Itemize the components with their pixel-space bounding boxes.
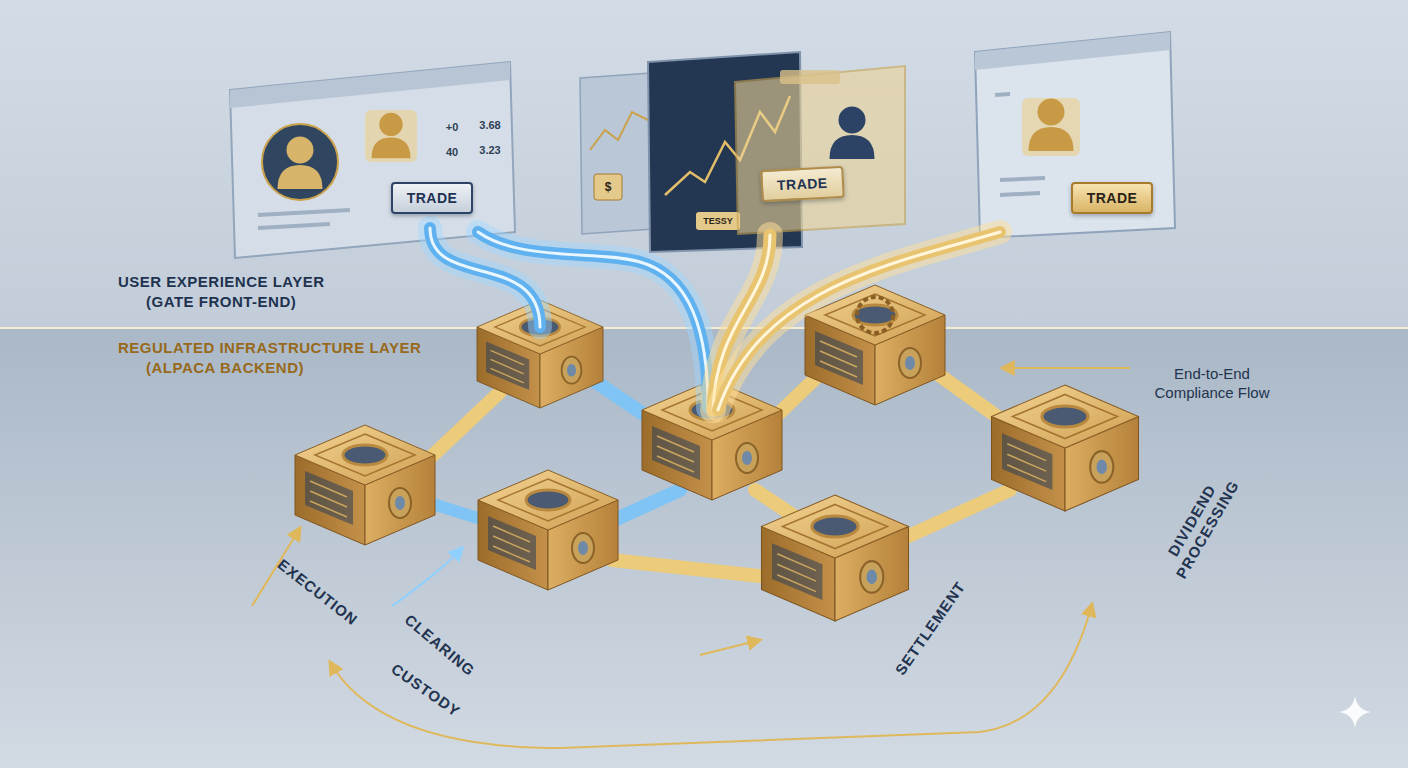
screen-header	[230, 62, 510, 108]
module-cube	[478, 470, 618, 590]
screen-text: 3.23	[479, 144, 500, 156]
stage-label: EXECUTION	[275, 556, 362, 629]
person-icon	[830, 107, 875, 160]
icon-tile	[365, 110, 417, 162]
gold-pipe	[612, 560, 778, 578]
screen-header	[975, 32, 1170, 70]
small-button	[696, 212, 740, 230]
avatar-circle	[262, 124, 338, 200]
tab	[780, 70, 840, 84]
upper-ground	[0, 0, 1408, 328]
screen-text: TESSY	[703, 216, 733, 226]
screen-text: 3.68	[479, 119, 500, 131]
blue-pipe	[478, 232, 708, 408]
dollar-button	[594, 174, 622, 200]
stage-label: CLEARING	[401, 611, 478, 680]
data-pipes	[430, 228, 1000, 410]
person-icon	[278, 137, 323, 190]
pipe-glow	[718, 232, 1000, 410]
glass-screen	[735, 66, 905, 234]
trade-button: TRADE	[391, 182, 474, 214]
text-bar	[258, 224, 330, 228]
pipe-core	[718, 232, 1000, 410]
stage-label: DIVIDEND PROCESSING	[1154, 464, 1245, 586]
pipe-glow	[478, 232, 708, 408]
gold-pipe	[718, 232, 1000, 410]
text-bar	[995, 94, 1010, 95]
module-cube	[762, 495, 909, 621]
button-label: TRADE	[407, 190, 458, 206]
button-label: TRADE	[1087, 190, 1138, 206]
trade-button: TRADE	[1071, 182, 1154, 214]
callout-label: End-to-End Compliance Flow	[1142, 365, 1282, 403]
text-bar	[258, 210, 350, 215]
icon-tile	[1022, 98, 1080, 156]
sparkle-mark	[1339, 696, 1371, 728]
pipe-core	[478, 232, 708, 408]
stage-label: CUSTODY	[388, 660, 463, 720]
callout-arrow	[1002, 367, 1130, 369]
gold-pipe	[935, 372, 1002, 420]
person-icon	[1029, 99, 1074, 152]
layer-label: USER EXPERIENCE LAYER (GATE FRONT-END)	[118, 272, 358, 311]
button-label: TRADE	[776, 175, 828, 194]
screen-text: 40	[446, 146, 458, 158]
screen-panel	[975, 32, 1175, 238]
chart-line	[590, 112, 648, 150]
person-icon	[372, 113, 411, 158]
flow-line	[392, 548, 462, 606]
screen-text: +0	[446, 121, 459, 133]
module-cube	[992, 385, 1139, 511]
text-bar	[1000, 178, 1045, 180]
layer-band: USER EXPERIENCE LAYER (GATE FRONT-END) TR…	[0, 0, 1408, 328]
trade-button: TRADE	[760, 166, 844, 202]
screen-text: $	[605, 180, 612, 194]
blue-pipe	[610, 490, 680, 522]
flow-line	[700, 640, 760, 655]
stage-label: SETTLEMENT	[891, 578, 968, 678]
layer-label: REGULATED INFRASTRUCTURE LAYER (ALPACA B…	[118, 338, 463, 377]
gear	[857, 297, 893, 333]
flow-line	[330, 604, 1092, 748]
gold-pipe	[900, 490, 1010, 540]
module-cube	[295, 425, 435, 545]
gold-pipe	[430, 392, 500, 458]
text-bar	[1000, 193, 1040, 195]
